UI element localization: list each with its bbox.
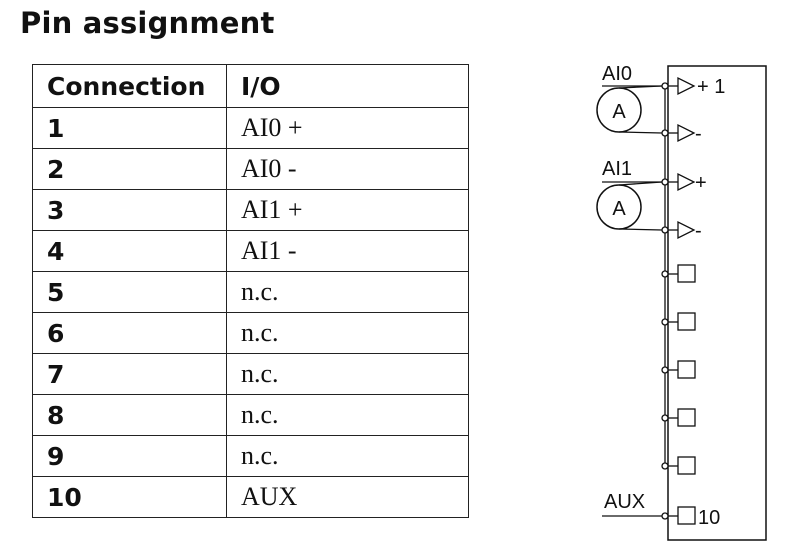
pin-2-label: - <box>695 123 702 145</box>
connection-cell: 5 <box>32 271 227 313</box>
connection-cell: 7 <box>32 353 227 395</box>
connector-housing <box>667 65 767 541</box>
pin-8-square <box>661 408 696 427</box>
aux-input-label: AUX <box>604 491 645 513</box>
io-cell: n.c. <box>226 435 469 477</box>
pin-4-label: - <box>695 220 702 242</box>
connection-cell: 9 <box>32 435 227 477</box>
io-cell: AI0 - <box>226 148 469 190</box>
io-cell: AI0 + <box>226 107 469 149</box>
ai1-input-label: AI1 <box>602 158 632 180</box>
connection-cell: 10 <box>32 476 227 518</box>
pin-9-square <box>661 456 696 475</box>
connection-cell: 3 <box>32 189 227 231</box>
pin-6-square <box>661 312 696 331</box>
ai0-ammeter-label: A <box>612 101 626 123</box>
column-header-io: I/O <box>226 64 469 108</box>
pin-10-square <box>661 506 696 525</box>
connection-cell: 8 <box>32 394 227 436</box>
ai0-input-label: AI0 <box>602 63 632 85</box>
pin-3-label: + <box>695 172 707 194</box>
column-header-connection: Connection <box>32 64 227 108</box>
pin-4-arrow <box>661 220 696 240</box>
connection-cell: 2 <box>32 148 227 190</box>
io-cell: n.c. <box>226 353 469 395</box>
io-cell: n.c. <box>226 312 469 354</box>
io-cell: AI1 - <box>226 230 469 272</box>
pin-3-arrow <box>661 172 696 192</box>
pin-10-label: 10 <box>698 507 720 529</box>
pin-1-arrow <box>661 76 696 96</box>
table-header-row: Connection I/O <box>32 64 469 108</box>
ai1-ammeter-loop <box>596 181 663 231</box>
connection-cell: 4 <box>32 230 227 272</box>
io-cell: n.c. <box>226 394 469 436</box>
ai0-ammeter-loop <box>596 85 663 134</box>
pin-7-square <box>661 360 696 379</box>
pin-5-square <box>661 264 696 283</box>
ai1-ammeter-label: A <box>612 198 626 220</box>
io-cell: AUX <box>226 476 469 518</box>
pin-2-arrow <box>661 123 696 143</box>
connection-cell: 1 <box>32 107 227 149</box>
connection-cell: 6 <box>32 312 227 354</box>
io-cell: AI1 + <box>226 189 469 231</box>
connector-diagram: + 1 - + - <box>596 63 767 541</box>
io-cell: n.c. <box>226 271 469 313</box>
page-title: Pin assignment <box>20 6 275 40</box>
pin-1-label: + 1 <box>697 76 725 98</box>
